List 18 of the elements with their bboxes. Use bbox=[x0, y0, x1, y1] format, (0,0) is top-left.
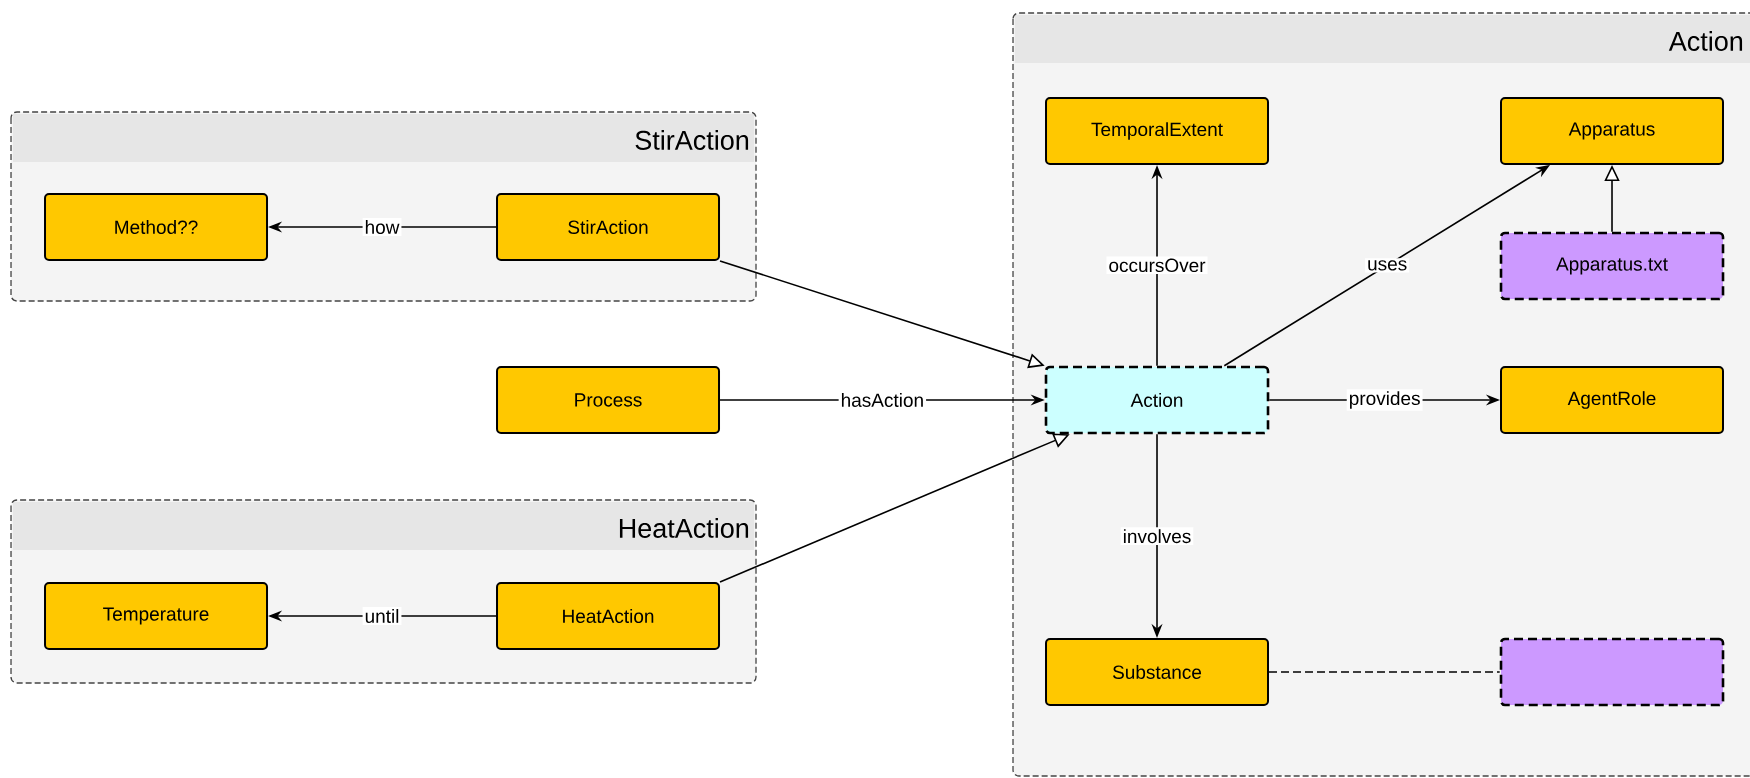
class-box: StirAction bbox=[496, 193, 720, 261]
class-box: Apparatus.txt bbox=[1499, 231, 1725, 301]
class-box: TemporalExtent bbox=[1045, 97, 1269, 165]
edge-label: uses bbox=[1365, 258, 1410, 273]
class-box: Method?? bbox=[44, 193, 268, 261]
edge-label: provides bbox=[1346, 389, 1423, 411]
class-box: Temperature bbox=[44, 582, 268, 650]
edge-label: until bbox=[362, 607, 402, 625]
edge-label: hasAction bbox=[838, 391, 927, 409]
class-box: Action bbox=[1044, 365, 1270, 435]
edge-label: involves bbox=[1120, 527, 1194, 546]
class-box: HeatAction bbox=[496, 582, 720, 650]
edge-label: how bbox=[362, 218, 402, 236]
class-box: Apparatus bbox=[1500, 97, 1724, 165]
class-box: AgentRole bbox=[1500, 366, 1724, 434]
class-box: Process bbox=[496, 366, 720, 434]
class-box: Substance bbox=[1045, 638, 1269, 706]
empty-box bbox=[1499, 637, 1725, 707]
